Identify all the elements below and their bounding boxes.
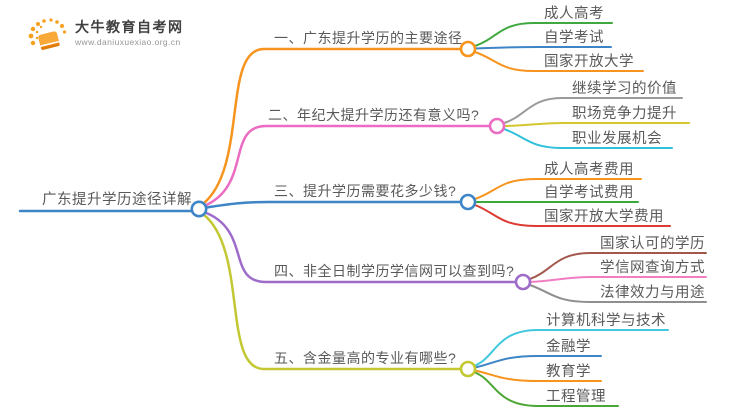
book-sunburst-icon bbox=[28, 18, 67, 51]
leaf-label: 工程管理 bbox=[546, 389, 606, 405]
branch-node-circle-3 bbox=[459, 193, 477, 211]
leaf-label: 成人高考 bbox=[544, 6, 604, 22]
subline-3-1 bbox=[474, 178, 642, 200]
leaf-label: 学信网查询方式 bbox=[600, 260, 705, 276]
leaf-label: 计算机科学与技术 bbox=[546, 313, 666, 329]
root-node-circle bbox=[190, 200, 208, 218]
branch-node-circle-4 bbox=[514, 273, 532, 291]
subline-5-2 bbox=[474, 355, 602, 369]
leaf-label: 国家认可的学历 bbox=[600, 236, 705, 252]
leaf-label: 教育学 bbox=[546, 364, 591, 380]
subline-1-1 bbox=[474, 22, 613, 47]
branch-line-1 bbox=[202, 47, 463, 205]
branch-node-circle-2 bbox=[488, 117, 506, 135]
branch-title-1: 一、广东提升学历的主要途径 bbox=[274, 30, 463, 46]
leaf-label: 自学考试费用 bbox=[544, 185, 634, 201]
branch-line-2 bbox=[202, 124, 492, 208]
leaf-label: 法律效力与用途 bbox=[600, 285, 705, 301]
subline-4-3 bbox=[529, 284, 707, 303]
logo-title: 大牛教育自考网 bbox=[75, 19, 184, 35]
leaf-label: 继续学习的价值 bbox=[572, 81, 677, 97]
root-topic-label: 广东提升学历途径详解 bbox=[42, 192, 192, 208]
subline-5-1 bbox=[474, 329, 669, 367]
leaf-label: 国家开放大学费用 bbox=[544, 209, 664, 225]
leaf-label: 国家开放大学 bbox=[544, 54, 634, 70]
branch-line-3 bbox=[205, 200, 463, 209]
branch-title-5: 五、含金量高的专业有哪些? bbox=[274, 350, 457, 366]
leaf-label: 职业发展机会 bbox=[572, 131, 662, 147]
logo-url: www.daniuxuexiao.org.cn bbox=[75, 37, 181, 47]
branch-title-3: 三、提升学历需要花多少钱? bbox=[274, 183, 457, 199]
branch-line-5 bbox=[202, 213, 463, 371]
subline-1-2 bbox=[474, 46, 612, 50]
branch-node-circle-5 bbox=[459, 360, 477, 378]
leaf-label: 金融学 bbox=[546, 339, 591, 355]
subline-2-3 bbox=[503, 128, 673, 149]
leaf-label: 职场竞争力提升 bbox=[572, 106, 677, 122]
subline-2-1 bbox=[503, 97, 683, 124]
branch-title-2: 二、年纪大提升学历还有意义吗? bbox=[268, 107, 480, 123]
leaf-label: 自学考试 bbox=[544, 30, 604, 46]
subline-2-2 bbox=[503, 122, 690, 127]
subline-5-4 bbox=[474, 371, 619, 407]
branch-title-4: 四、非全日制学历学信网可以查到吗? bbox=[274, 263, 515, 279]
leaf-label: 成人高考费用 bbox=[544, 162, 634, 178]
branch-node-circle-1 bbox=[459, 40, 477, 58]
subline-4-2 bbox=[529, 276, 707, 283]
site-logo: 大牛教育自考网 www.daniuxuexiao.org.cn bbox=[26, 15, 184, 55]
subline-1-3 bbox=[474, 51, 644, 72]
branch-line-4 bbox=[202, 210, 518, 284]
subline-4-1 bbox=[529, 252, 707, 280]
subline-5-3 bbox=[474, 369, 602, 382]
subline-3-3 bbox=[474, 204, 671, 227]
